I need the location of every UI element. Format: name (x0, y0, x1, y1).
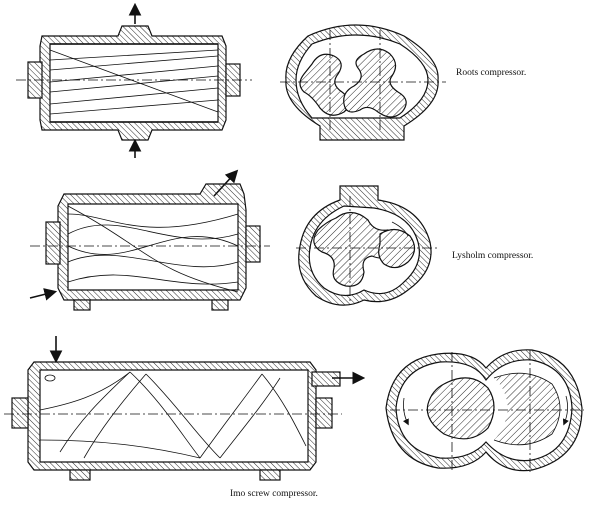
imo-end-section-drawing (385, 349, 584, 472)
lysholm-side-section-drawing (29, 169, 270, 311)
imo-side-section-drawing (4, 336, 366, 481)
roots-side-section-drawing (16, 2, 252, 158)
roots-compressor-caption: Roots compressor. (456, 68, 526, 78)
roots-end-section-drawing (280, 24, 446, 141)
lysholm-end-section-drawing (296, 185, 440, 306)
imo-compressor-caption: Imo screw compressor. (230, 489, 318, 499)
lysholm-compressor-caption: Lysholm compressor. (452, 251, 533, 261)
